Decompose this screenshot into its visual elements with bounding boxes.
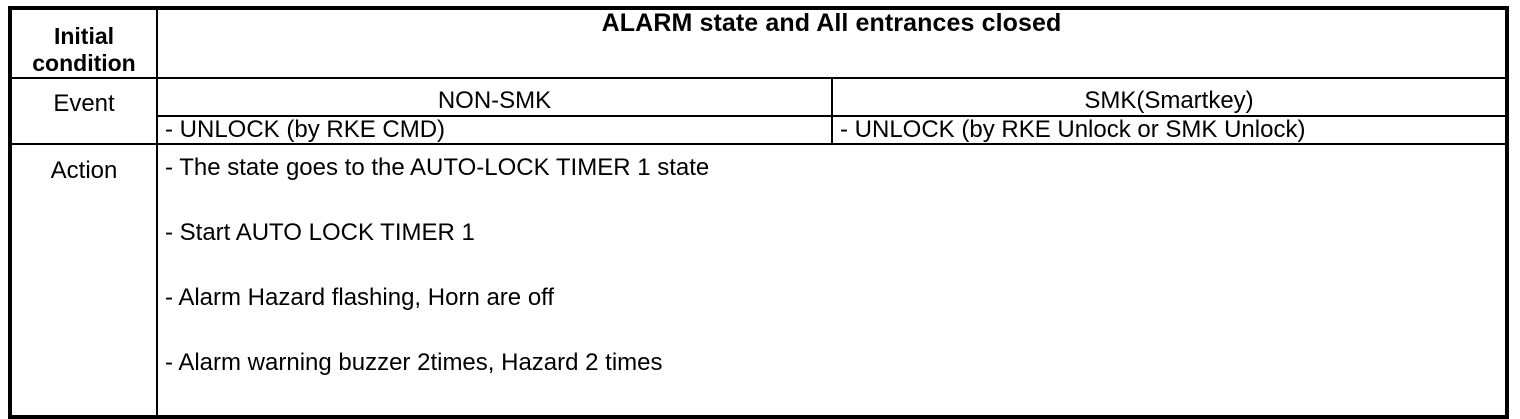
action-label: Action: [50, 157, 118, 185]
table-row-event-values: - UNLOCK (by RKE CMD) - UNLOCK (by RKE U…: [10, 114, 1509, 146]
row-label-event: Event: [9, 77, 158, 146]
event-value-smk: - UNLOCK (by RKE Unlock or SMK Unlock): [830, 114, 1509, 146]
table-row-event-headers: Event NON-SMK SMK(Smartkey): [9, 77, 1509, 146]
row-label-action: Action: [9, 143, 158, 419]
table-row-action: Action - The state goes to the AUTO-LOCK…: [9, 143, 1509, 419]
column-header-smk: SMK(Smartkey): [830, 77, 1509, 117]
initial-condition-banner-cell: ALARM state and All entrances closed: [155, 6, 1509, 80]
action-content-cell: - The state goes to the AUTO-LOCK TIMER …: [155, 143, 1509, 419]
action-item-list: - The state goes to the AUTO-LOCK TIMER …: [158, 145, 1505, 415]
event-value-non-smk-text: - UNLOCK (by RKE CMD): [165, 115, 446, 143]
initial-condition-banner-text: ALARM state and All entrances closed: [601, 9, 1062, 37]
initial-condition-label-line1: Initial: [53, 23, 115, 49]
initial-condition-label-line2: condition: [32, 50, 136, 77]
event-label: Event: [53, 90, 115, 118]
action-item: - Alarm Hazard flashing, Horn are off: [165, 284, 555, 312]
event-value-non-smk: - UNLOCK (by RKE CMD): [156, 114, 833, 146]
column-header-non-smk: NON-SMK: [156, 77, 833, 117]
column-header-non-smk-text: NON-SMK: [437, 87, 552, 115]
action-item: - The state goes to the AUTO-LOCK TIMER …: [165, 154, 710, 182]
column-header-smk-text: SMK(Smartkey): [1084, 87, 1254, 115]
action-item: - Alarm warning buzzer 2times, Hazard 2 …: [165, 349, 663, 377]
action-item: - Start AUTO LOCK TIMER 1: [165, 219, 475, 247]
event-value-smk-text: - UNLOCK (by RKE Unlock or SMK Unlock): [840, 115, 1306, 143]
